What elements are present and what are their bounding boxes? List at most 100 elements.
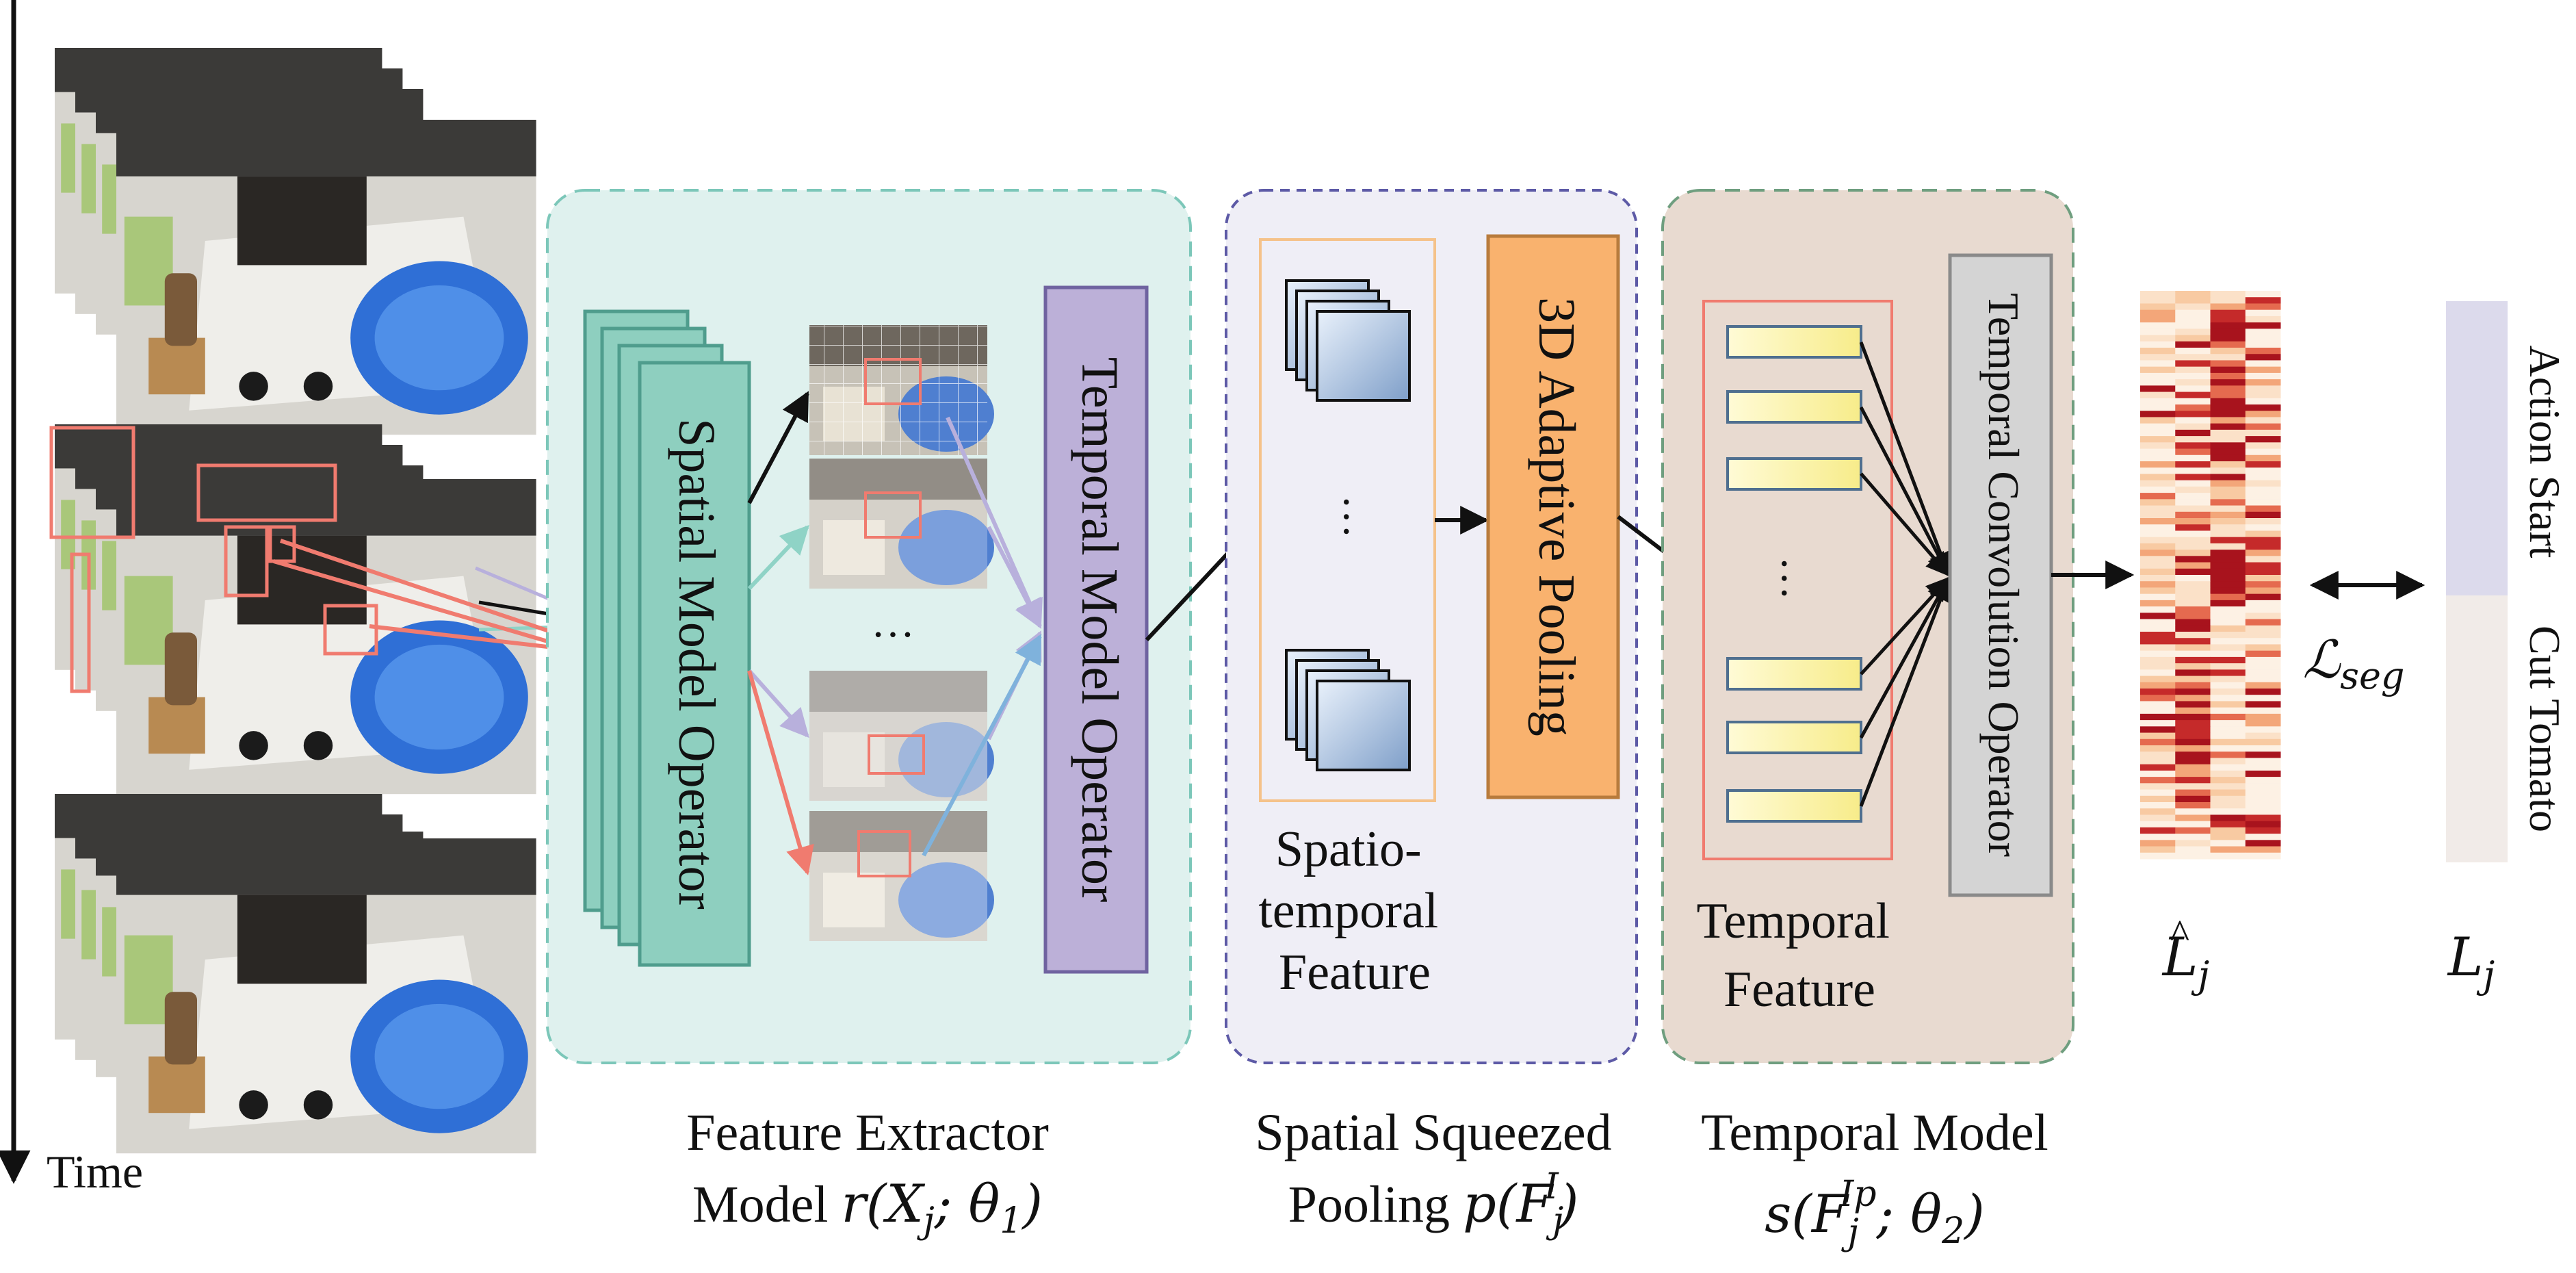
heatmap-cell bbox=[2245, 537, 2281, 544]
heatmap-cell bbox=[2245, 493, 2281, 500]
heatmap-cell bbox=[2245, 770, 2281, 777]
video-frame-stack-2 bbox=[49, 424, 536, 795]
heatmap-cell bbox=[2140, 562, 2176, 569]
region-box bbox=[70, 552, 91, 693]
heatmap-cell bbox=[2245, 543, 2281, 550]
heatmap-cell bbox=[2175, 852, 2211, 860]
heatmap-cell bbox=[2140, 467, 2176, 474]
heatmap-cell bbox=[2245, 632, 2281, 639]
heatmap-cell bbox=[2245, 442, 2281, 450]
heatmap-cell bbox=[2210, 372, 2246, 380]
heatmap-cell bbox=[2175, 732, 2211, 740]
heatmap-cell bbox=[2245, 417, 2281, 424]
heatmap-cell bbox=[2140, 638, 2176, 645]
heatmap-cell bbox=[2210, 448, 2246, 456]
feature-map-thumbnail-3 bbox=[809, 671, 994, 801]
heatmap-cell bbox=[2245, 846, 2281, 853]
heatmap-cell bbox=[2245, 505, 2281, 513]
heatmap-cell bbox=[2175, 335, 2211, 342]
heatmap-cell bbox=[2175, 707, 2211, 715]
temporal-bar bbox=[1726, 390, 1862, 424]
heatmap-cell bbox=[2175, 309, 2211, 317]
heatmap-cell bbox=[2245, 644, 2281, 652]
heatmap-cell bbox=[2210, 499, 2246, 506]
heatmap-cell bbox=[2175, 341, 2211, 348]
heatmap-cell bbox=[2140, 499, 2176, 506]
temporal-feature-box bbox=[1702, 300, 1893, 860]
temporal-feature-bars bbox=[1726, 325, 1862, 823]
spatial-to-thumbnail-arrows bbox=[747, 391, 814, 876]
loss-label: ℒseg bbox=[2303, 629, 2405, 697]
temporal-bar bbox=[1726, 457, 1862, 491]
heatmap-cell bbox=[2140, 840, 2176, 847]
segment-action-start bbox=[2446, 301, 2508, 595]
heatmap-cell bbox=[2245, 511, 2281, 519]
heatmap-cell bbox=[2175, 632, 2211, 639]
heatmap-cell bbox=[2140, 713, 2176, 721]
heatmap-cell bbox=[2210, 795, 2246, 803]
heatmap-cell bbox=[2175, 695, 2211, 702]
heatmap-cell bbox=[2210, 840, 2246, 847]
heatmap-cell bbox=[2210, 309, 2246, 317]
heatmap-cell bbox=[2140, 669, 2176, 677]
heatmap-cell bbox=[2245, 329, 2281, 336]
heatmap-cell bbox=[2210, 745, 2246, 752]
heatmap-cell bbox=[2210, 707, 2246, 715]
heatmap-cell bbox=[2175, 663, 2211, 670]
heatmap-cell bbox=[2245, 404, 2281, 411]
heatmap-cell bbox=[2210, 695, 2246, 702]
heatmap-cell bbox=[2140, 606, 2176, 613]
heatmap-cell bbox=[2140, 442, 2176, 450]
heatmap-cell bbox=[2245, 467, 2281, 474]
heatmap-cell bbox=[2140, 372, 2176, 380]
heatmap-cell bbox=[2210, 511, 2246, 519]
heatmap-cell bbox=[2210, 625, 2246, 632]
temporal-bar bbox=[1726, 325, 1862, 359]
heatmap-cell bbox=[2210, 738, 2246, 746]
heatmap-cell bbox=[2210, 518, 2246, 525]
heatmap-cell bbox=[2140, 751, 2176, 758]
heatmap-cell bbox=[2140, 764, 2176, 771]
pooling-formula: Pooling p(FjI) bbox=[1288, 1166, 1579, 1242]
heatmap-cell bbox=[2210, 417, 2246, 424]
heatmap-cell bbox=[2140, 486, 2176, 493]
heatmap-cell bbox=[2140, 619, 2176, 626]
heatmap-cell bbox=[2175, 814, 2211, 822]
heatmap-cell bbox=[2175, 650, 2211, 658]
heatmap-cell bbox=[2140, 518, 2176, 525]
heatmap-cell bbox=[2210, 303, 2246, 311]
heatmap-cell bbox=[2140, 309, 2176, 317]
heatmap-cell bbox=[2210, 726, 2246, 734]
heatmap-cell bbox=[2210, 379, 2246, 386]
heatmap-cell bbox=[2140, 795, 2176, 803]
heatmap-cell bbox=[2210, 467, 2246, 474]
heatmap-cell bbox=[2140, 417, 2176, 424]
heatmap-cell bbox=[2210, 713, 2246, 721]
heatmap-cell bbox=[2175, 543, 2211, 550]
heatmap-cell bbox=[2175, 745, 2211, 752]
heatmap-cell bbox=[2245, 676, 2281, 683]
heatmap-cell bbox=[2140, 834, 2176, 840]
heatmap-cell bbox=[2175, 486, 2211, 493]
region-box bbox=[224, 525, 269, 597]
heatmap-cell bbox=[2175, 676, 2211, 683]
heatmap-cell bbox=[2245, 499, 2281, 506]
temporal-model-formula: s(FjIp; θ2) bbox=[1765, 1174, 1985, 1253]
heatmap-cell bbox=[2175, 303, 2211, 311]
heatmap-cell bbox=[2175, 474, 2211, 481]
heatmap-cell bbox=[2245, 391, 2281, 399]
heatmap-cell bbox=[2175, 846, 2211, 853]
heatmap-cell bbox=[2245, 348, 2281, 355]
heatmap-cell bbox=[2210, 758, 2246, 765]
heatmap-cell bbox=[2210, 764, 2246, 771]
heatmap-cell bbox=[2210, 366, 2246, 374]
heatmap-cell bbox=[2245, 720, 2281, 727]
heatmap-cell bbox=[2210, 650, 2246, 658]
heatmap-cell bbox=[2175, 398, 2211, 405]
bars-to-conv-arrows bbox=[1859, 342, 1953, 807]
heatmap-cell bbox=[2245, 530, 2281, 538]
predicted-label: Lj bbox=[2161, 927, 2210, 996]
heatmap-cell bbox=[2140, 543, 2176, 550]
heatmap-cell bbox=[2175, 518, 2211, 525]
heatmap-cell bbox=[2245, 738, 2281, 746]
